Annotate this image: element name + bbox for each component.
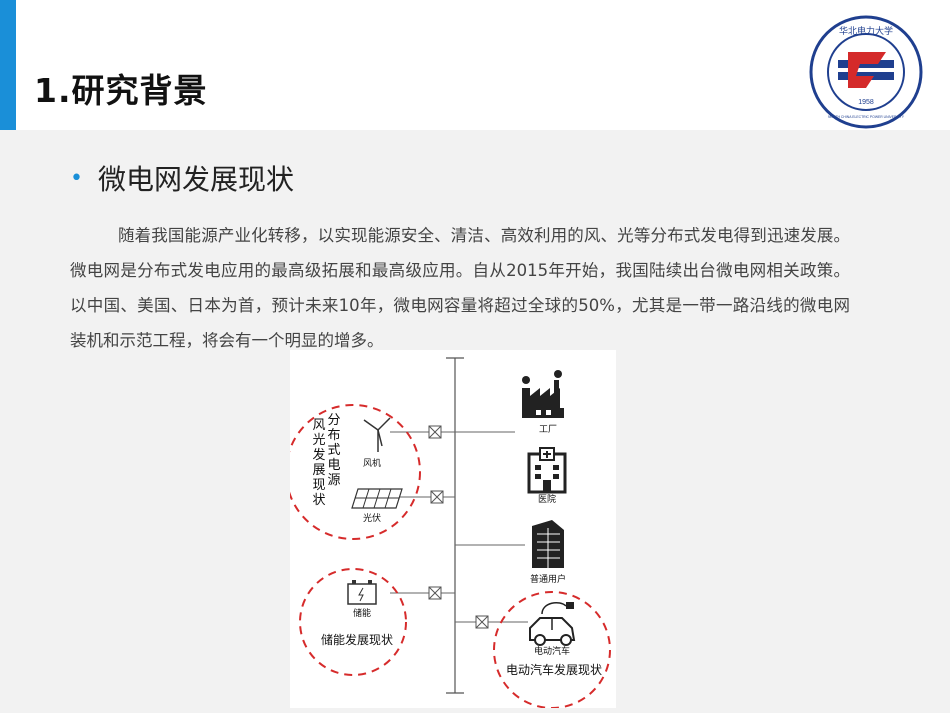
factory-icon [522,370,564,418]
solar-panel-label: 光伏 [363,512,381,524]
wind-turbine-label: 风机 [363,457,381,469]
residential-building-icon [532,520,564,568]
solar-panel-icon [351,488,403,509]
residential-label: 普通用户 [530,573,566,585]
wind-turbine-icon [363,417,391,452]
hospital-icon [527,447,567,494]
renewable-group-label: 风光发展现状 [310,418,326,506]
page-title: 1.研究背景 [34,71,208,110]
header-accent-bar [0,0,16,130]
logo-english-text: NORTH CHINA ELECTRIC POWER UNIVERSITY [828,115,905,119]
header-bar [0,0,950,130]
svg-text:分布式电源: 分布式电源 [327,413,340,488]
ev-group-label: 电动汽车发展现状 [506,662,602,677]
logo-year: 1958 [858,99,874,106]
section-heading: • 微电网发展现状 [70,158,294,198]
body-paragraph: 随着我国能源产业化转移，以实现能源安全、清洁、高效利用的风、光等分布式发电得到迅… [70,226,850,350]
electric-car-label: 电动汽车 [534,645,570,657]
factory-label: 工厂 [539,424,557,435]
logo-arc-text: 华北电力大学 [839,25,893,36]
section-title: 微电网发展现状 [98,163,295,196]
battery-icon [347,580,377,605]
microgrid-diagram: 风光发展现状 分布式电源 风机 光伏 储能 储能发展现状 [290,350,616,708]
battery-label: 储能 [353,607,371,619]
electric-car-icon [529,601,576,646]
storage-group-circle [299,568,407,676]
bullet-icon: • [70,165,83,191]
university-logo-icon: 华北电力大学 NORTH CHINA ELECTRIC POWER UNIVER… [808,14,924,130]
renewable-group-circle [290,404,421,540]
ev-group-circle [493,591,611,708]
storage-group-label: 储能发展现状 [321,632,393,647]
hospital-label: 医院 [538,493,556,505]
